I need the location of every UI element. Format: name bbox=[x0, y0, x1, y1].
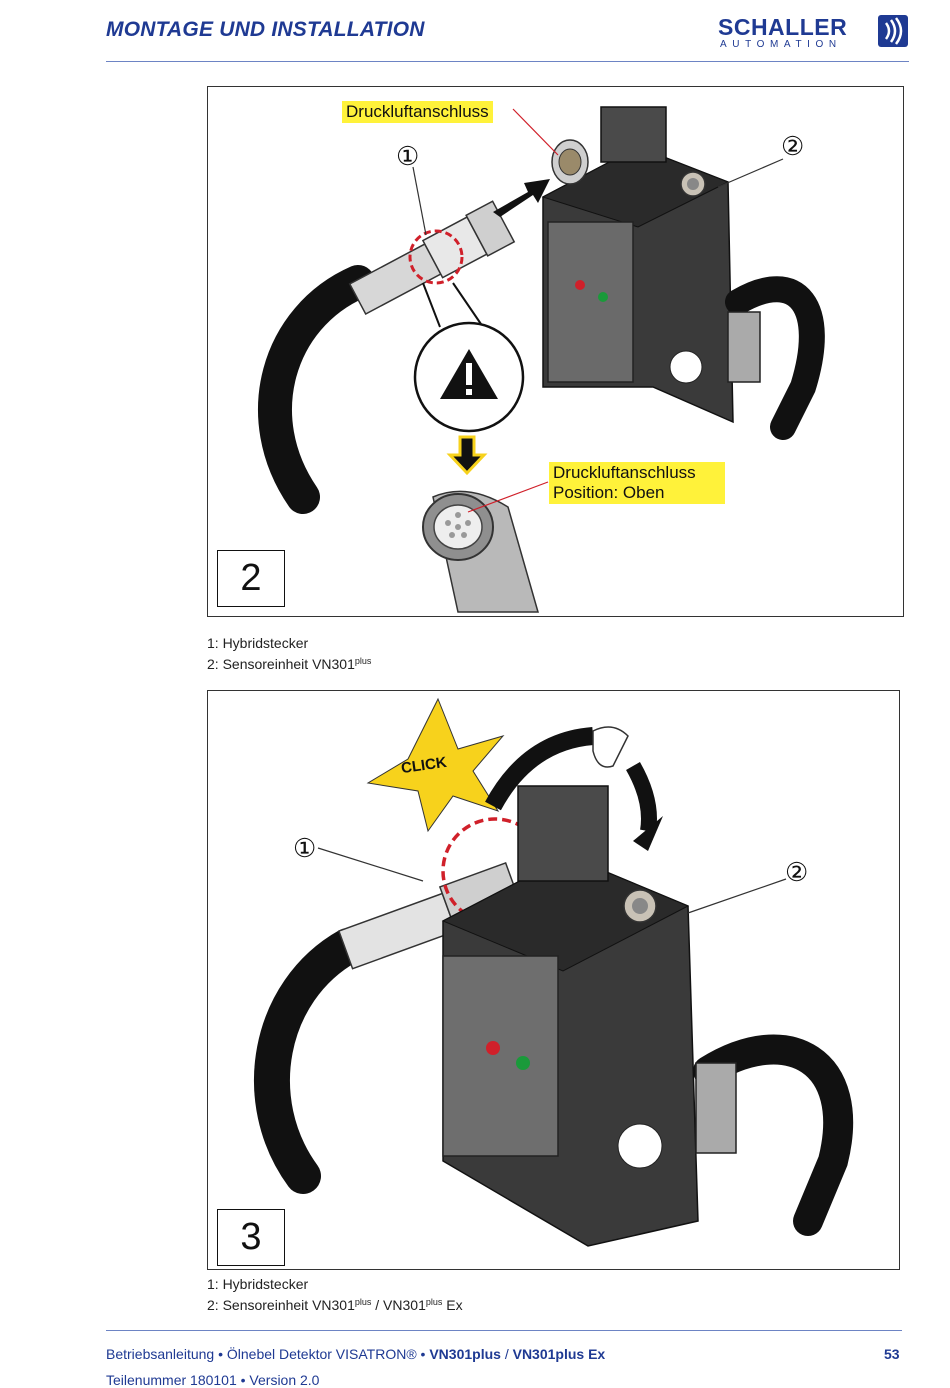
caption-item-2: 2: Sensoreinheit VN301plus / VN301plus E… bbox=[207, 1297, 463, 1313]
figure-3-connector-locking: CLICK ① ② 3 bbox=[207, 690, 900, 1270]
footer-model-a: VN301plus bbox=[429, 1346, 501, 1362]
footer-model-b: VN301plus Ex bbox=[512, 1346, 606, 1362]
footer-part-number: Teilenummer 180101 • Version 2.0 bbox=[106, 1372, 320, 1388]
insert-direction-arrow-icon bbox=[493, 179, 550, 217]
down-arrow-icon bbox=[446, 435, 488, 476]
click-star-icon bbox=[366, 697, 505, 833]
marker-1: ① bbox=[396, 141, 420, 171]
marker-2: ② bbox=[781, 131, 805, 161]
page-number: 53 bbox=[884, 1346, 900, 1362]
page-header-title: MONTAGE UND INSTALLATION bbox=[106, 18, 425, 41]
callout-air-connection: Druckluftanschluss bbox=[342, 101, 493, 123]
marker-2: ② bbox=[785, 857, 809, 887]
logo-wordmark: SCHALLER bbox=[718, 14, 848, 40]
caption-item-1: 1: Hybridstecker bbox=[207, 1276, 309, 1292]
footer-doc-title: Betriebsanleitung • Ölnebel Detektor VIS… bbox=[106, 1346, 606, 1362]
figure-2-connector-alignment: Druckluftanschluss Druckluftanschluss Po… bbox=[207, 86, 904, 617]
caption-item-2: 2: Sensoreinheit VN301plus bbox=[207, 656, 372, 672]
caption-item-1: 1: Hybridstecker bbox=[207, 635, 309, 651]
connector-closeup bbox=[422, 490, 539, 613]
rotate-arrow-icon bbox=[633, 816, 663, 851]
logo-emblem-icon bbox=[878, 15, 908, 47]
caption-figure-2: 1: Hybridstecker 2: Sensoreinheit VN301p… bbox=[207, 634, 371, 673]
logo-subtitle: AUTOMATION bbox=[720, 39, 842, 50]
sensor-unit bbox=[441, 785, 854, 1247]
callout-air-connection-position: Druckluftanschluss Position: Oben bbox=[549, 462, 725, 504]
figure-3-illustration bbox=[253, 697, 854, 1247]
figure-2-illustration bbox=[258, 106, 825, 613]
figure-number-3: 3 bbox=[217, 1209, 285, 1266]
sensor-unit bbox=[541, 106, 825, 440]
callout-air-connection-position-text: Position: Oben bbox=[553, 483, 665, 502]
schaller-logo: SCHALLER AUTOMATION bbox=[718, 14, 910, 50]
callout-air-connection-title: Druckluftanschluss bbox=[553, 463, 696, 482]
marker-1: ① bbox=[293, 833, 317, 863]
caption-figure-3: 1: Hybridstecker 2: Sensoreinheit VN301p… bbox=[207, 1275, 463, 1314]
header-divider bbox=[106, 61, 909, 62]
figure-number-2: 2 bbox=[217, 550, 285, 607]
hand-icon bbox=[592, 726, 629, 768]
footer-divider bbox=[106, 1330, 902, 1331]
